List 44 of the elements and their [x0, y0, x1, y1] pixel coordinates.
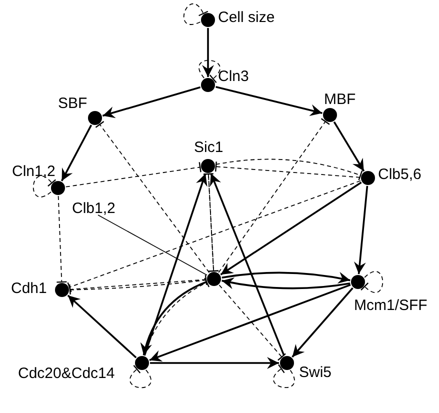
- arrow: [67, 294, 137, 358]
- inhibition-line: [218, 284, 286, 361]
- arrow: [333, 121, 365, 172]
- arrow: [149, 284, 351, 362]
- node-label: Clb1,2: [72, 201, 116, 216]
- arrow: [60, 124, 92, 182]
- arrow: [102, 86, 201, 118]
- inhibition-line: [360, 271, 384, 293]
- node-label: MBF: [324, 92, 356, 107]
- arrow: [150, 357, 279, 369]
- inhibition-line: [273, 364, 295, 388]
- node-label: Mcm1/SFF: [354, 298, 428, 313]
- node-label: Cdc20&Cdc14: [18, 366, 115, 381]
- arrow: [292, 287, 354, 358]
- arrow: [220, 182, 362, 276]
- inhibition-line: [208, 174, 220, 272]
- arrow: [202, 28, 214, 77]
- node-label: Swi5: [299, 365, 332, 380]
- inhibition-line: [130, 365, 152, 388]
- inhibition-line: [32, 176, 56, 198]
- arrow: [222, 272, 350, 284]
- inhibition-line: [70, 274, 208, 290]
- inhibition-line: [183, 3, 208, 25]
- arrow: [216, 86, 322, 116]
- node-label: Cln1,2: [12, 164, 56, 179]
- inhibition-line: [95, 120, 210, 274]
- inhibition-line: [65, 162, 202, 188]
- inhibition-line: [202, 173, 214, 272]
- node-label: Cdh1: [11, 281, 47, 296]
- arrow: [354, 186, 368, 274]
- inhibition-line: [218, 118, 330, 273]
- node-label: Cln3: [218, 69, 249, 84]
- node-label: Sic1: [194, 140, 224, 155]
- node-label: Cell size: [218, 10, 275, 25]
- node-label: Clb5,6: [378, 167, 422, 182]
- inhibition-line: [67, 180, 361, 293]
- leader-line: [98, 214, 208, 276]
- arrow: [222, 277, 350, 290]
- arrow: [210, 173, 285, 356]
- node-label: SBF: [58, 96, 88, 111]
- inhibition-line: [69, 279, 206, 295]
- arrow: [144, 173, 208, 356]
- inhibition-line: [198, 60, 220, 83]
- inhibition-line: [56, 196, 68, 283]
